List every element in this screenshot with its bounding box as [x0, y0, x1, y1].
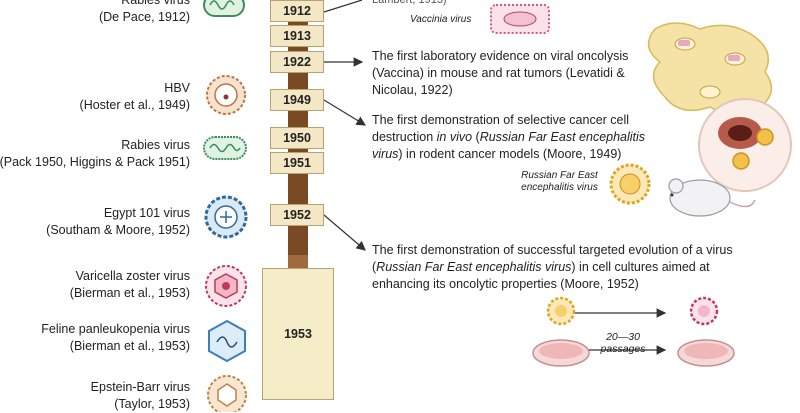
- evolved-virus-icon: [689, 296, 719, 326]
- ebv-icon: [207, 375, 247, 412]
- event-1913-citation: Lambert, 1913): [372, 0, 447, 6]
- event-1922: The first laboratory evidence on viral o…: [372, 49, 629, 97]
- fpv-icon: [208, 319, 246, 363]
- petri-dish-end-icon: [677, 339, 735, 367]
- year-1951: 1951: [270, 152, 324, 174]
- rfe-virus-small-icon: [546, 296, 576, 326]
- year-1953: 1953: [262, 268, 334, 400]
- vaccinia-virus-icon: [490, 4, 550, 34]
- petri-dish-start-icon: [532, 339, 590, 367]
- year-1950: 1950: [270, 127, 324, 149]
- rabies-virus-icon: [203, 0, 245, 17]
- event-1949: The first demonstration of selective can…: [372, 113, 646, 161]
- passages-caption: 20—30 passages: [600, 331, 646, 355]
- connector-lines: [323, 0, 667, 355]
- virus-label-hbv: HBV(Hoster et al., 1949): [79, 81, 190, 112]
- event-1952: The first demonstration of successful ta…: [372, 243, 733, 291]
- virus-label-egypt101: Egypt 101 virus(Southam & Moore, 1952): [46, 206, 190, 237]
- year-1922: 1922: [270, 51, 324, 73]
- virus-label-ebv: Epstein-Barr virus(Taylor, 1953): [90, 380, 190, 411]
- year-1913: 1913: [270, 25, 324, 47]
- egypt101-virus-icon: [204, 195, 248, 239]
- connector-1912: [323, 0, 363, 13]
- mouse-illustration: [668, 178, 756, 217]
- tumor-magnified-illustration: [698, 98, 792, 192]
- year-1949: 1949: [270, 89, 324, 111]
- year-1912: 1912: [270, 0, 324, 22]
- rfe-virus-icon: [609, 163, 651, 205]
- virus-label-vzv: Varicella zoster virus(Bierman et al., 1…: [69, 269, 190, 300]
- vaccinia-caption: Vaccinia virus: [410, 14, 472, 25]
- year-1952: 1952: [270, 204, 324, 226]
- virus-label-fpv: Feline panleukopenia virus(Bierman et al…: [41, 322, 190, 353]
- rabies-virus-icon-2: [203, 136, 247, 160]
- virus-label-rabies-1912: Rabies virus(De Pace, 1912): [98, 0, 190, 24]
- connector-1952: [323, 214, 366, 251]
- vzv-icon: [205, 265, 247, 307]
- virus-label-rabies-1950: Rabies virus(Pack 1950, Higgins & Pack 1…: [0, 138, 190, 169]
- hbv-icon: [206, 75, 246, 115]
- connector-1949: [323, 99, 367, 126]
